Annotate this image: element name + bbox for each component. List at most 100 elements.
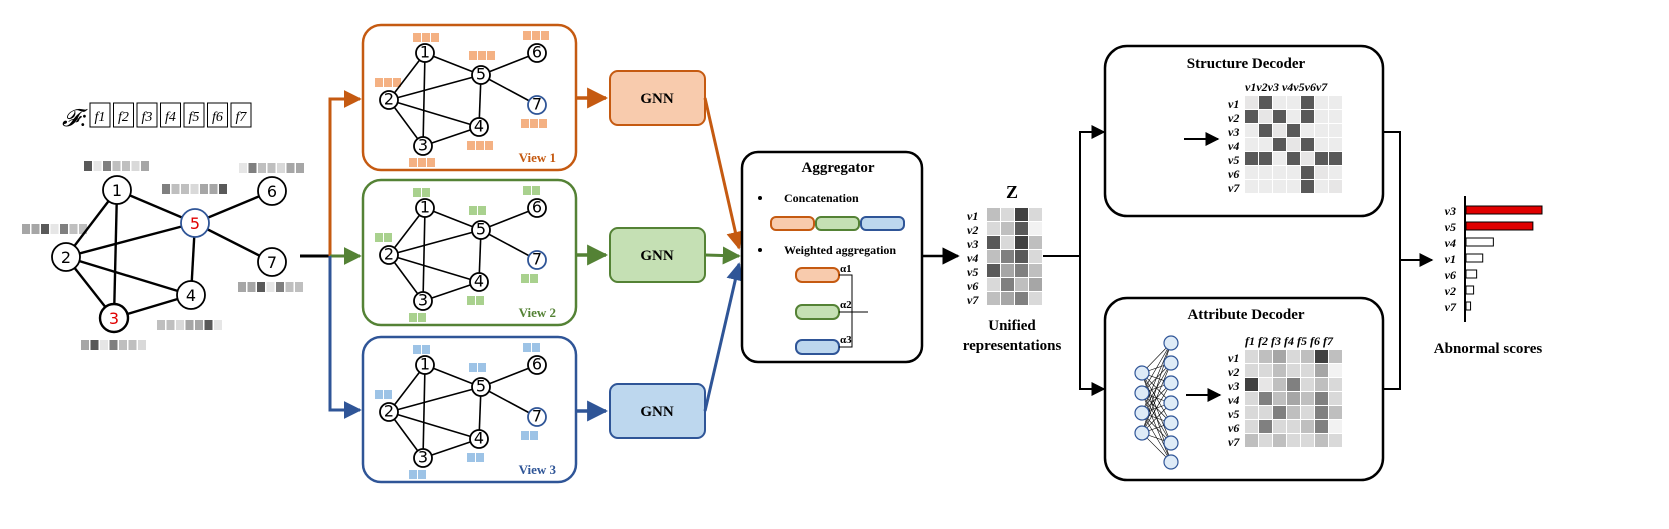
view-2-feature-square	[523, 186, 531, 195]
node-2-label: 2	[384, 245, 394, 264]
alpha-3: α3	[840, 334, 852, 346]
adj-cell	[1301, 166, 1314, 179]
node-2-circle	[379, 245, 399, 265]
view-2-feature-square	[476, 296, 484, 305]
node-2-label: 2	[384, 402, 394, 421]
view-1-feature-square	[476, 141, 484, 150]
concat-seg-blue	[860, 216, 905, 231]
attr-row-label: v7	[1228, 435, 1240, 449]
adj-row-label: v4	[1228, 139, 1239, 153]
nn-neuron	[1134, 405, 1150, 421]
view-3-feature-square	[375, 390, 383, 399]
z-cell	[1001, 292, 1014, 305]
node-1-circle	[415, 43, 435, 63]
attr-cell	[1245, 406, 1258, 419]
arrow-gnn-2-to-aggregator	[704, 246, 741, 265]
attr-cell	[1301, 378, 1314, 391]
graph-edge	[388, 411, 480, 440]
adj-row-label: v3	[1228, 125, 1239, 139]
node-7-label: 7	[532, 95, 542, 114]
node-3-label: 3	[418, 448, 428, 467]
z-cell	[987, 208, 1000, 221]
attribute-decoder: Attribute Decoder f1 f2 f3 f4 f5 f6 f7 v…	[1103, 296, 1385, 482]
feature-label: f2	[118, 110, 129, 125]
graph-edge	[388, 254, 480, 283]
feature-strip-cell	[277, 163, 285, 173]
graph-edge	[388, 386, 482, 413]
adj-cell	[1329, 96, 1342, 109]
view-1-feature-square	[487, 51, 495, 60]
view-2-label: View 2	[519, 305, 556, 320]
attr-cell	[1315, 364, 1328, 377]
view-3-feature-square	[523, 343, 531, 352]
nn-neuron	[1134, 425, 1150, 441]
node-4-label: 4	[474, 117, 484, 136]
z-cell	[1001, 278, 1014, 291]
node-1-circle	[415, 355, 435, 375]
graph-edge	[480, 386, 538, 418]
node-2-circle	[51, 242, 81, 272]
feature-strip-cell	[122, 161, 130, 171]
node-3-label: 3	[418, 136, 428, 155]
attr-cell	[1245, 420, 1258, 433]
nn-edge	[1141, 342, 1172, 394]
adj-cell	[1301, 124, 1314, 137]
structure-decoder-title: Structure Decoder	[1187, 56, 1306, 72]
view-2-box	[361, 178, 578, 327]
adj-cell	[1259, 138, 1272, 151]
attr-cell	[1287, 406, 1300, 419]
weighted-seg-blue	[795, 339, 840, 355]
view-1-label: View 1	[519, 150, 556, 165]
adj-row-label: v7	[1228, 181, 1240, 195]
attr-cell	[1287, 378, 1300, 391]
view-3-feature-square	[521, 431, 529, 440]
feature-strip-cell	[166, 320, 175, 330]
adj-cell	[1273, 110, 1286, 123]
feature-strip-cell	[181, 184, 189, 194]
z-cell	[1001, 236, 1014, 249]
feature-strip-cell	[131, 161, 140, 171]
adj-cell	[1329, 152, 1342, 165]
attr-cell	[1273, 392, 1286, 405]
adj-cell	[1329, 180, 1342, 193]
feature-strip-cell	[266, 282, 275, 292]
attr-cell	[1329, 350, 1342, 363]
graph-edge	[480, 229, 538, 261]
aggregator-panel: Aggregator Concatenation Weighted aggreg…	[740, 150, 924, 364]
node-6-label: 6	[532, 43, 542, 62]
node-1-circle	[415, 198, 435, 218]
view-3-feature-square	[478, 363, 486, 372]
adj-cell	[1315, 138, 1328, 151]
adj-row-label: v6	[1228, 167, 1239, 181]
node-4-circle	[176, 280, 206, 310]
adj-cell	[1273, 180, 1286, 193]
bullet-weighted	[758, 248, 762, 252]
attr-cell	[1273, 378, 1286, 391]
feature-box	[113, 102, 134, 128]
attr-cell	[1315, 406, 1328, 419]
feature-strip-cell	[248, 163, 257, 173]
feature-strip-cell	[200, 184, 208, 194]
attr-row-label: v6	[1228, 421, 1239, 435]
arrow-gnn-1-to-aggregator	[703, 97, 745, 250]
node-4-label: 4	[186, 286, 196, 305]
graph-edge	[422, 364, 426, 459]
node-7-label: 7	[267, 253, 277, 272]
feature-strip-cell	[190, 184, 199, 194]
adj-cell	[1245, 124, 1258, 137]
feature-strip-cell	[141, 161, 149, 171]
adj-cell	[1245, 110, 1258, 123]
feature-label: f5	[189, 110, 200, 125]
z-row-label: v7	[967, 293, 979, 307]
concat-seg-orange	[770, 216, 815, 231]
decoder-merge-arrows	[1383, 131, 1434, 390]
graph-edge	[422, 52, 426, 147]
graph-edge	[422, 207, 426, 302]
attr-cell	[1259, 434, 1272, 447]
graph-edge	[424, 364, 482, 388]
feature-box	[136, 102, 158, 128]
